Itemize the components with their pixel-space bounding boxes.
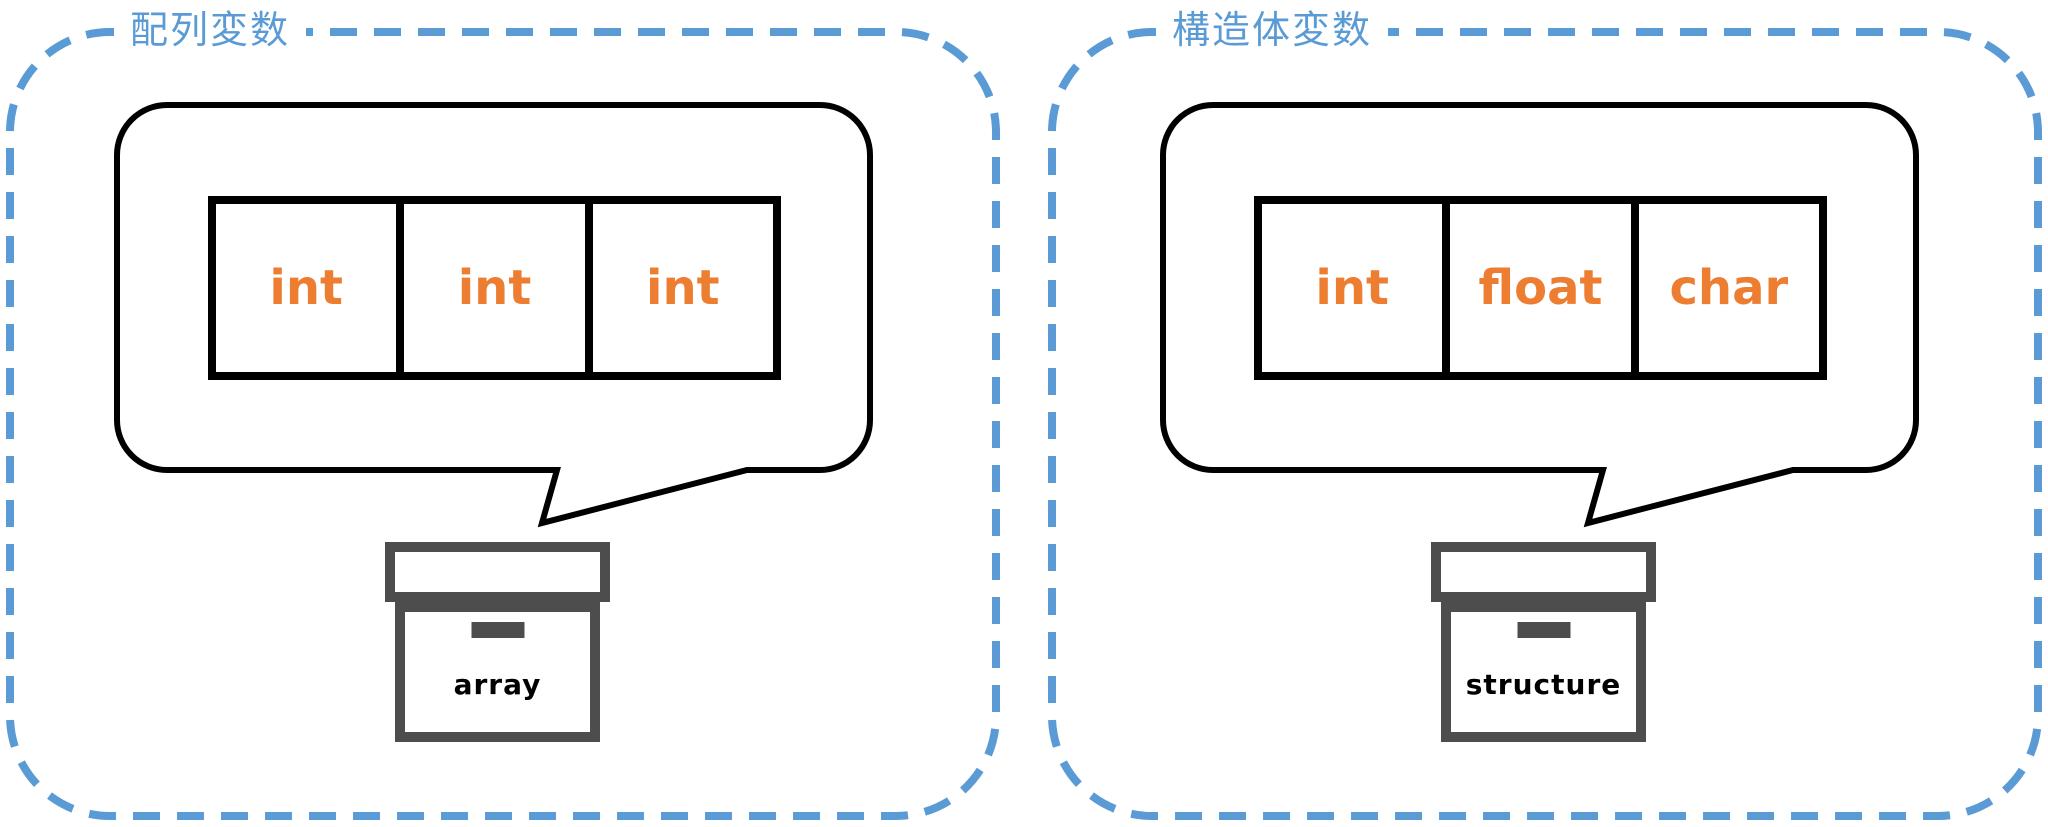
array-cell-grid: int int int [208, 196, 781, 380]
structure-cell-grid: int float char [1254, 196, 1827, 380]
box-handle-slot-icon [471, 622, 524, 638]
structure-cell-2: char [1630, 204, 1819, 372]
array-storage-box-icon: array [385, 542, 610, 742]
array-box-label: array [453, 668, 542, 701]
box-lid-icon [385, 542, 610, 602]
array-cell-0: int [216, 204, 397, 372]
structure-box-label: structure [1465, 668, 1622, 701]
structure-panel-dashed-border [1048, 28, 2042, 820]
structure-storage-box-icon: structure [1431, 542, 1656, 742]
array-panel-dashed-border [6, 28, 1000, 820]
array-panel-title: 配列変数 [114, 6, 307, 54]
structure-panel-title: 構造体変数 [1156, 6, 1389, 54]
array-cell-1: int [396, 204, 585, 372]
structure-cell-0: int [1262, 204, 1443, 372]
box-lid-icon [1431, 542, 1656, 602]
structure-cell-1: float [1442, 204, 1631, 372]
box-handle-slot-icon [1517, 622, 1570, 638]
array-cell-2: int [584, 204, 773, 372]
